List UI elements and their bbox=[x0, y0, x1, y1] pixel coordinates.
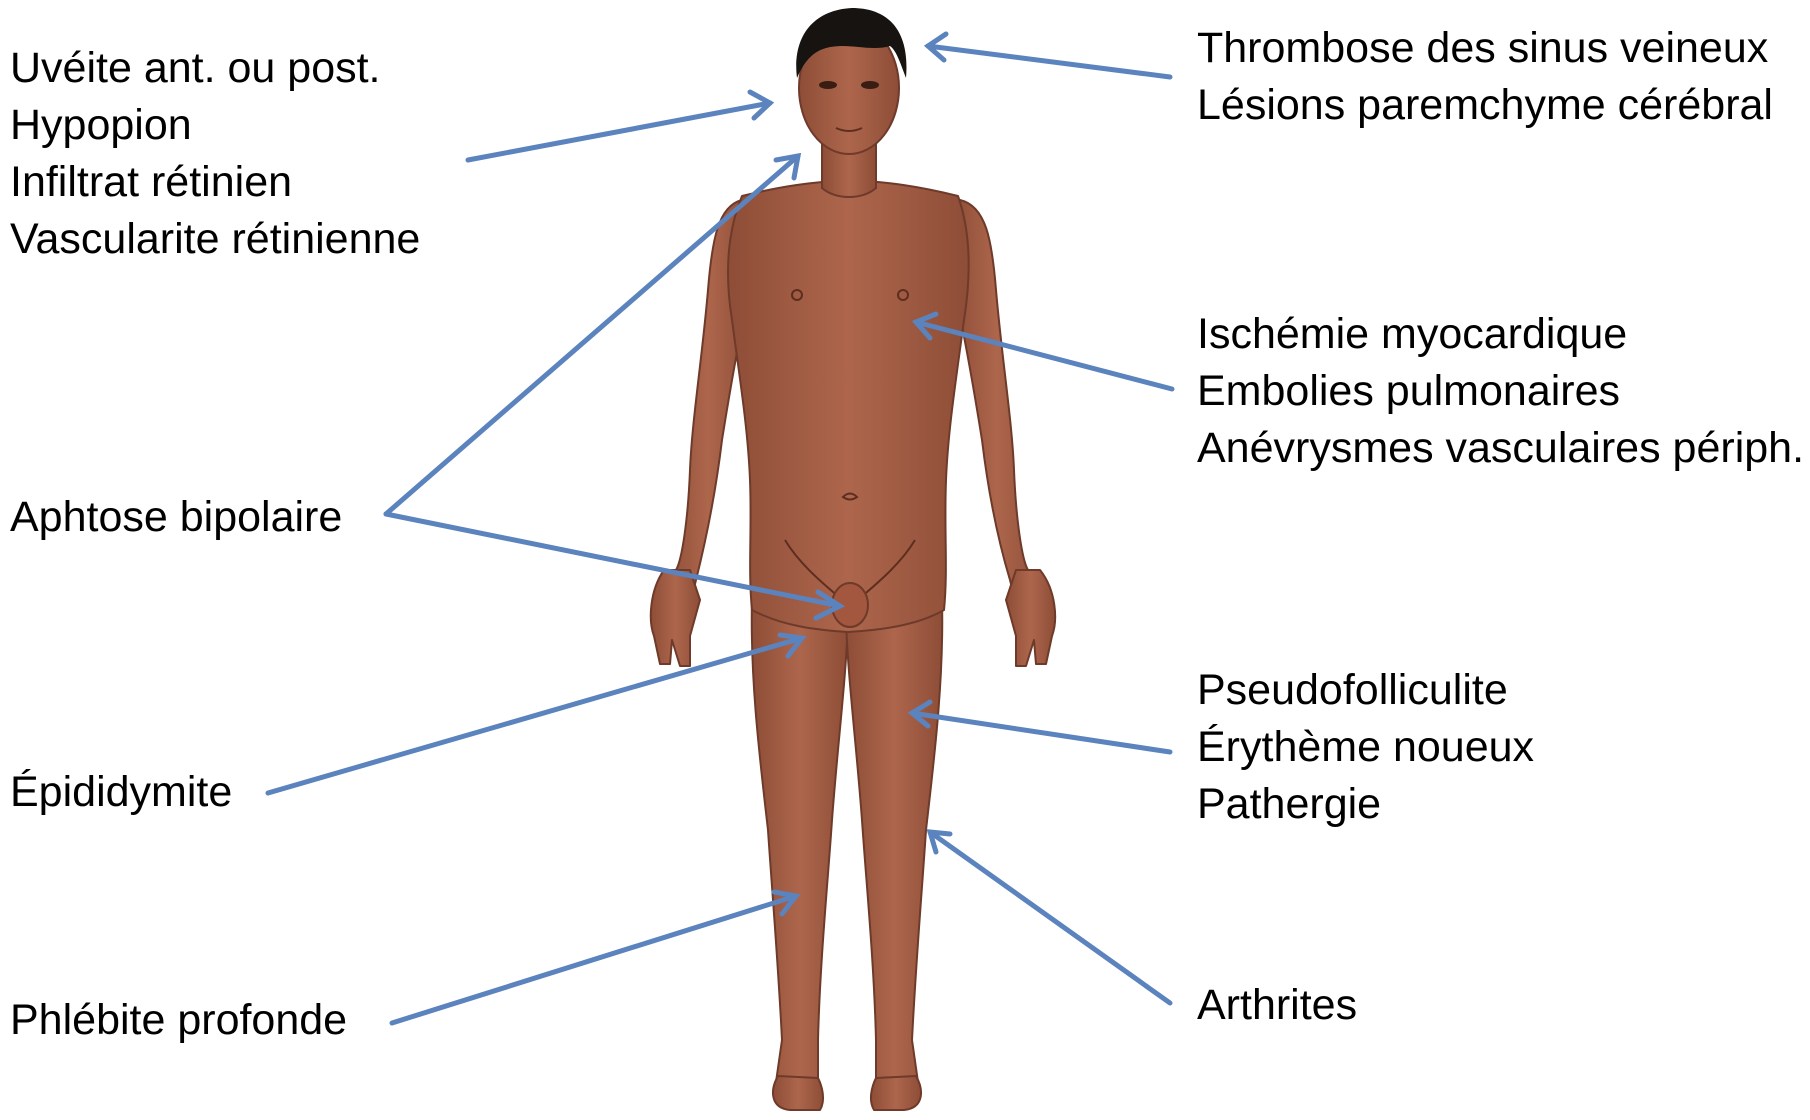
right-leg bbox=[846, 600, 942, 1082]
label-skin-group: Pseudofolliculite Érythème noueux Pather… bbox=[1197, 662, 1534, 833]
label-lesions: Lésions paremchyme cérébral bbox=[1197, 77, 1773, 134]
label-uveite: Uvéite ant. ou post. bbox=[10, 40, 420, 97]
label-infiltrat: Infiltrat rétinien bbox=[10, 154, 420, 211]
left-foot bbox=[773, 1076, 823, 1110]
label-pseudofolliculite: Pseudofolliculite bbox=[1197, 662, 1534, 719]
left-leg bbox=[752, 600, 848, 1082]
right-hand bbox=[1006, 570, 1055, 666]
label-epididymite-text: Épididymite bbox=[10, 764, 232, 821]
arrow-brain bbox=[928, 46, 1170, 77]
arrow-epid bbox=[268, 638, 802, 793]
label-phlebite: Phlébite profonde bbox=[10, 992, 347, 1049]
eye-right bbox=[861, 81, 879, 89]
label-phlebite-text: Phlébite profonde bbox=[10, 992, 347, 1049]
left-hand bbox=[651, 570, 700, 666]
label-heart-group: Ischémie myocardique Embolies pulmonaire… bbox=[1197, 306, 1804, 477]
label-arthrites: Arthrites bbox=[1197, 977, 1357, 1034]
label-hypopion: Hypopion bbox=[10, 97, 420, 154]
label-aphtose: Aphtose bipolaire bbox=[10, 489, 342, 546]
arrow-eye bbox=[468, 103, 770, 160]
arrow-skin bbox=[912, 713, 1170, 752]
label-embolies: Embolies pulmonaires bbox=[1197, 363, 1804, 420]
label-eye-group: Uvéite ant. ou post. Hypopion Infiltrat … bbox=[10, 40, 420, 268]
arrow-arth bbox=[930, 832, 1170, 1003]
label-erytheme: Érythème noueux bbox=[1197, 719, 1534, 776]
label-thrombose: Thrombose des sinus veineux bbox=[1197, 20, 1773, 77]
label-anevrysmes: Anévrysmes vasculaires périph. bbox=[1197, 420, 1804, 477]
arrow-phleb bbox=[392, 896, 796, 1023]
label-pathergie: Pathergie bbox=[1197, 776, 1534, 833]
eye-left bbox=[819, 81, 837, 89]
label-epididymite: Épididymite bbox=[10, 764, 232, 821]
right-foot bbox=[871, 1076, 921, 1110]
label-aphtose-text: Aphtose bipolaire bbox=[10, 489, 342, 546]
label-brain-group: Thrombose des sinus veineux Lésions pare… bbox=[1197, 20, 1773, 134]
torso bbox=[728, 180, 969, 632]
label-vascularite: Vascularite rétinienne bbox=[10, 211, 420, 268]
label-arthrites-text: Arthrites bbox=[1197, 977, 1357, 1034]
label-ischemie: Ischémie myocardique bbox=[1197, 306, 1804, 363]
